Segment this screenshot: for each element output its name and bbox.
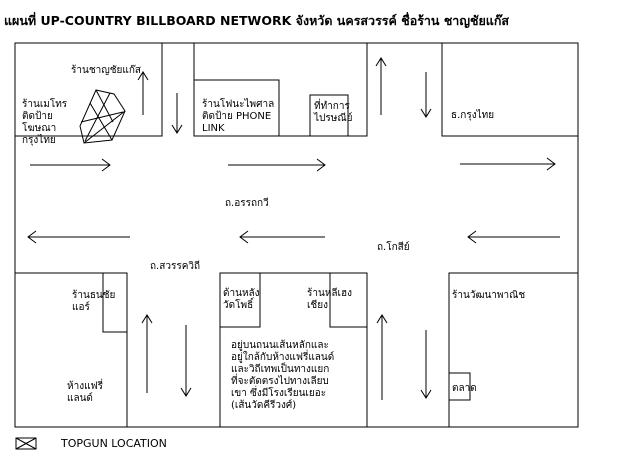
label-chanchai-gas: ร้านชาญชัยแก๊ส — [71, 65, 141, 76]
road-label-lower-left: ถ.สวรรควิถี — [150, 261, 201, 272]
topgun-location-marker — [79, 89, 126, 144]
arrow-north-4 — [376, 314, 388, 400]
label-behind-wat-pho: ด้านหลัง วัดโพธิ์ — [223, 288, 260, 311]
arrow-north-3 — [141, 314, 153, 393]
legend-label: TOPGUN LOCATION — [61, 437, 167, 450]
label-fairy-land: ห้างแฟรี่ แลนด์ — [67, 381, 103, 404]
label-krungthai-bank: ธ.กรุงไทย — [451, 110, 495, 121]
block-upper-left — [15, 43, 163, 137]
block-lower-left — [15, 272, 128, 427]
arrow-south-2 — [420, 72, 432, 118]
arrow-east-3 — [460, 157, 556, 171]
road-label-middle-right: ถ.โกสีย์ — [377, 242, 410, 253]
arrow-west-1 — [27, 230, 130, 244]
arrow-south-1 — [171, 93, 183, 134]
arrow-north-1 — [137, 71, 149, 115]
label-post-office: ที่ทำการ ไปรษณีย์ — [314, 101, 353, 124]
block-lower-center — [219, 272, 368, 427]
block-upper-right — [441, 43, 578, 137]
arrow-south-4 — [420, 330, 432, 399]
box-market — [449, 372, 471, 401]
arrow-south-3 — [180, 325, 192, 397]
label-market: ตลาด — [452, 383, 477, 394]
label-lee-heng-chiang: ร้านหลีเฮง เชียง — [307, 288, 352, 311]
label-thonchai-air: ร้านธนชัย แอร์ — [72, 290, 116, 313]
map-frame — [14, 42, 579, 428]
box-thonchai-air — [102, 273, 127, 333]
arrow-east-2 — [228, 158, 326, 172]
box-behind-wat-pho — [220, 273, 261, 328]
arrow-west-2 — [239, 230, 325, 244]
label-phone-link: ร้านโฟนะไพศาล ติดป้าย PHONE LINK — [202, 99, 275, 134]
road-label-upper: ถ.อรรถกวี — [225, 198, 269, 209]
arrow-north-2 — [375, 57, 387, 115]
label-watthana-panich: ร้านวัฒนาพาณิช — [452, 290, 526, 301]
arrow-east-1 — [30, 158, 111, 172]
location-note: อยู่บนถนนเส้นหลักและ อยู่ใกล้กับห้างแฟรี… — [231, 340, 335, 411]
block-upper-center — [193, 43, 368, 137]
box-phone-link — [194, 79, 280, 136]
topgun-location-x-box-icon — [15, 437, 37, 450]
map-title: แผนที่ UP-COUNTRY BILLBOARD NETWORK จังห… — [4, 13, 510, 28]
box-lee-heng-chiang — [329, 273, 367, 328]
box-post-office — [309, 94, 349, 136]
label-mayotro: ร้านเมโทร ติดป้าย โฆษณา กรุงไทย — [22, 99, 68, 146]
arrow-west-3 — [467, 230, 560, 244]
block-lower-right — [448, 272, 578, 427]
